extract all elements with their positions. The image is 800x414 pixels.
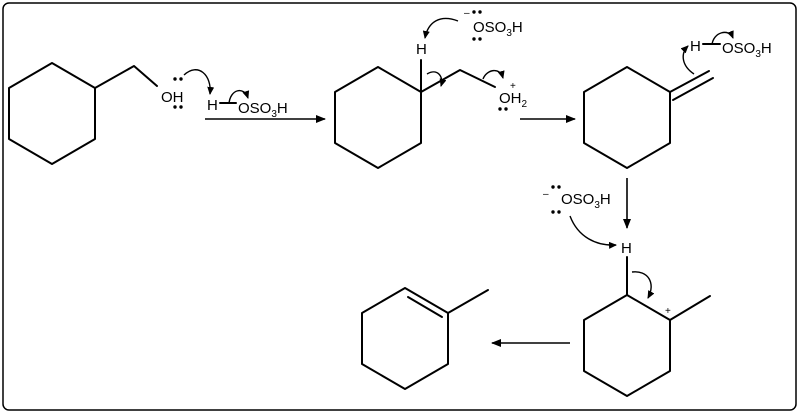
lone-pairs-oh bbox=[173, 77, 183, 109]
subscript-3-2: 3 bbox=[506, 28, 512, 39]
curly-arrow-h-o-2 bbox=[711, 30, 734, 46]
molecule-1-methylcyclohexene bbox=[361, 287, 489, 390]
curly-arrow-base-to-h-1 bbox=[422, 17, 459, 39]
acid-tail-h-1: H bbox=[277, 100, 288, 117]
subscript-3-4: 3 bbox=[594, 200, 600, 211]
molecule-tertiary-carbocation: H + – OSO3H bbox=[543, 185, 711, 397]
oso3-label-3: OSO bbox=[722, 40, 755, 57]
cyclohexene-ring bbox=[361, 287, 449, 390]
exocyclic-double-bond-b bbox=[672, 77, 714, 101]
bisulfate-charge-1: – bbox=[464, 8, 470, 19]
oso3-label-4: OSO bbox=[561, 191, 594, 208]
curly-arrow-h-o-1 bbox=[228, 89, 250, 105]
svg-text:OSO3H: OSO3H bbox=[722, 40, 772, 60]
methyl-bond-5 bbox=[447, 289, 489, 314]
reagent-sulfuric-acid-1: H OSO3H bbox=[207, 89, 288, 120]
reagent-sulfuric-acid-2: H OSO3H bbox=[690, 30, 772, 60]
methyl-bond-4 bbox=[669, 295, 711, 321]
ring-h-label: H bbox=[416, 41, 427, 58]
subscript-3-1: 3 bbox=[271, 109, 277, 120]
acid-h-label-2: H bbox=[690, 38, 701, 55]
curly-arrow-ch-to-cation bbox=[631, 271, 655, 299]
oso3-label-2: OSO bbox=[473, 19, 506, 36]
acid-h-label: H bbox=[207, 97, 218, 114]
ch2-bond-2 bbox=[420, 69, 496, 93]
curly-arrow-ch-bond bbox=[426, 71, 447, 87]
svg-text:OSO3H: OSO3H bbox=[238, 100, 288, 120]
subscript-3-3: 3 bbox=[755, 49, 761, 60]
svg-text:OSO3H: OSO3H bbox=[473, 19, 523, 39]
ch2-bond-1 bbox=[94, 65, 158, 89]
curly-arrow-c-o-bond bbox=[482, 69, 505, 80]
bisulfate-base-2: – OSO3H bbox=[543, 185, 611, 214]
lone-pairs-bisulfate-1 bbox=[472, 10, 482, 41]
svg-text:OSO3H: OSO3H bbox=[561, 191, 611, 211]
oso3-label-1: OSO bbox=[238, 100, 271, 117]
molecule-protonated-alcohol: H OH2 + – OSO3H bbox=[334, 8, 528, 169]
bisulfate-base-1: – OSO3H bbox=[464, 8, 523, 41]
lone-pair-oh2 bbox=[498, 107, 508, 111]
cyclohexane-ring-1 bbox=[8, 62, 96, 165]
carbocation-h-label: H bbox=[621, 240, 632, 257]
oxonium-charge: + bbox=[510, 81, 516, 92]
molecule-methylenecyclohexane: H OSO3H bbox=[583, 30, 772, 169]
ring-double-bond-inner bbox=[407, 296, 443, 318]
cyclohexane-ring-2 bbox=[334, 66, 422, 169]
oxonium-label: OH bbox=[499, 90, 522, 107]
curly-arrow-pi-to-h bbox=[680, 45, 695, 75]
carbocation-charge: + bbox=[665, 306, 671, 317]
acid-tail-h-3: H bbox=[761, 40, 772, 57]
cyclohexane-ring-3 bbox=[583, 66, 671, 169]
molecule-cyclohexylmethanol: OH bbox=[8, 62, 215, 165]
bisulfate-charge-2: – bbox=[543, 189, 549, 200]
cyclohexane-ring-4 bbox=[583, 294, 671, 397]
exocyclic-double-bond-a bbox=[669, 70, 710, 93]
acid-tail-h-4: H bbox=[600, 191, 611, 208]
svg-text:OH2: OH2 bbox=[499, 90, 528, 110]
subscript-2: 2 bbox=[522, 99, 528, 110]
acid-tail-h-2: H bbox=[512, 19, 523, 36]
curly-arrow-base-to-h-2 bbox=[569, 215, 617, 249]
lone-pairs-bisulfate-2 bbox=[551, 185, 561, 214]
curly-arrow-oh-to-h bbox=[183, 69, 215, 95]
hydroxyl-label: OH bbox=[161, 89, 184, 106]
